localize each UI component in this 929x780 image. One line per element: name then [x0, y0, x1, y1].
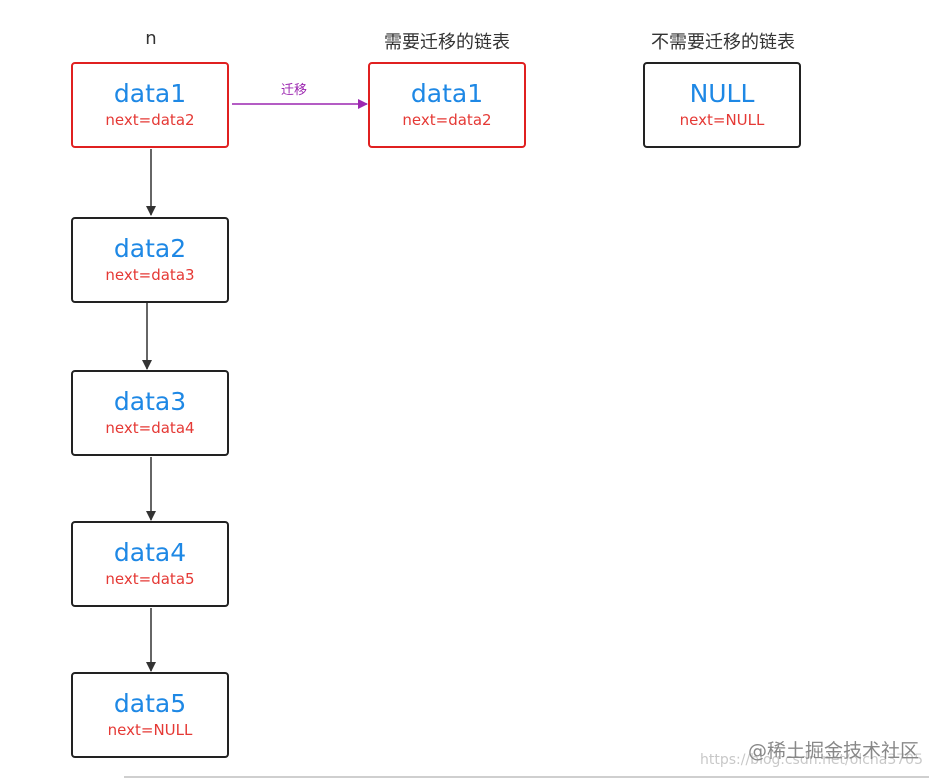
node-data-label: data4 — [113, 538, 187, 567]
node-next-label: next=data4 — [105, 419, 195, 437]
node-n-data3: data3 next=data4 — [71, 370, 229, 456]
node-next-label: next=data5 — [105, 570, 195, 588]
migrate-edge-label: 迁移 — [281, 83, 308, 98]
node-migrated-data1: data1 next=data2 — [368, 62, 526, 148]
node-n-data4: data4 next=data5 — [71, 521, 229, 607]
node-data-label: NULL — [689, 79, 755, 108]
node-next-label: next=data3 — [105, 266, 195, 284]
node-data-label: data3 — [113, 387, 187, 416]
column-label-non-migrated-list: 不需要迁移的链表 — [651, 32, 795, 53]
node-next-label: next=NULL — [679, 111, 765, 129]
node-non-migrated-null: NULL next=NULL — [643, 62, 801, 148]
node-n-data5: data5 next=NULL — [71, 672, 229, 758]
column-label-n: n — [145, 28, 157, 49]
node-data-label: data1 — [113, 79, 187, 108]
node-next-label: next=data2 — [105, 111, 195, 129]
watermark-brand: @稀土掘金技术社区 — [748, 740, 920, 762]
node-next-label: next=NULL — [107, 721, 193, 739]
node-n-data2: data2 next=data3 — [71, 217, 229, 303]
node-data-label: data1 — [410, 79, 484, 108]
watermark-url: https://blog.csdn.net/olcha3705 — [700, 752, 923, 768]
node-next-label: next=data2 — [402, 111, 492, 129]
column-label-migrated-list: 需要迁移的链表 — [384, 32, 510, 53]
node-data-label: data5 — [113, 689, 187, 718]
node-data-label: data2 — [113, 234, 187, 263]
node-n-data1: data1 next=data2 — [71, 62, 229, 148]
bottom-divider — [124, 776, 929, 778]
